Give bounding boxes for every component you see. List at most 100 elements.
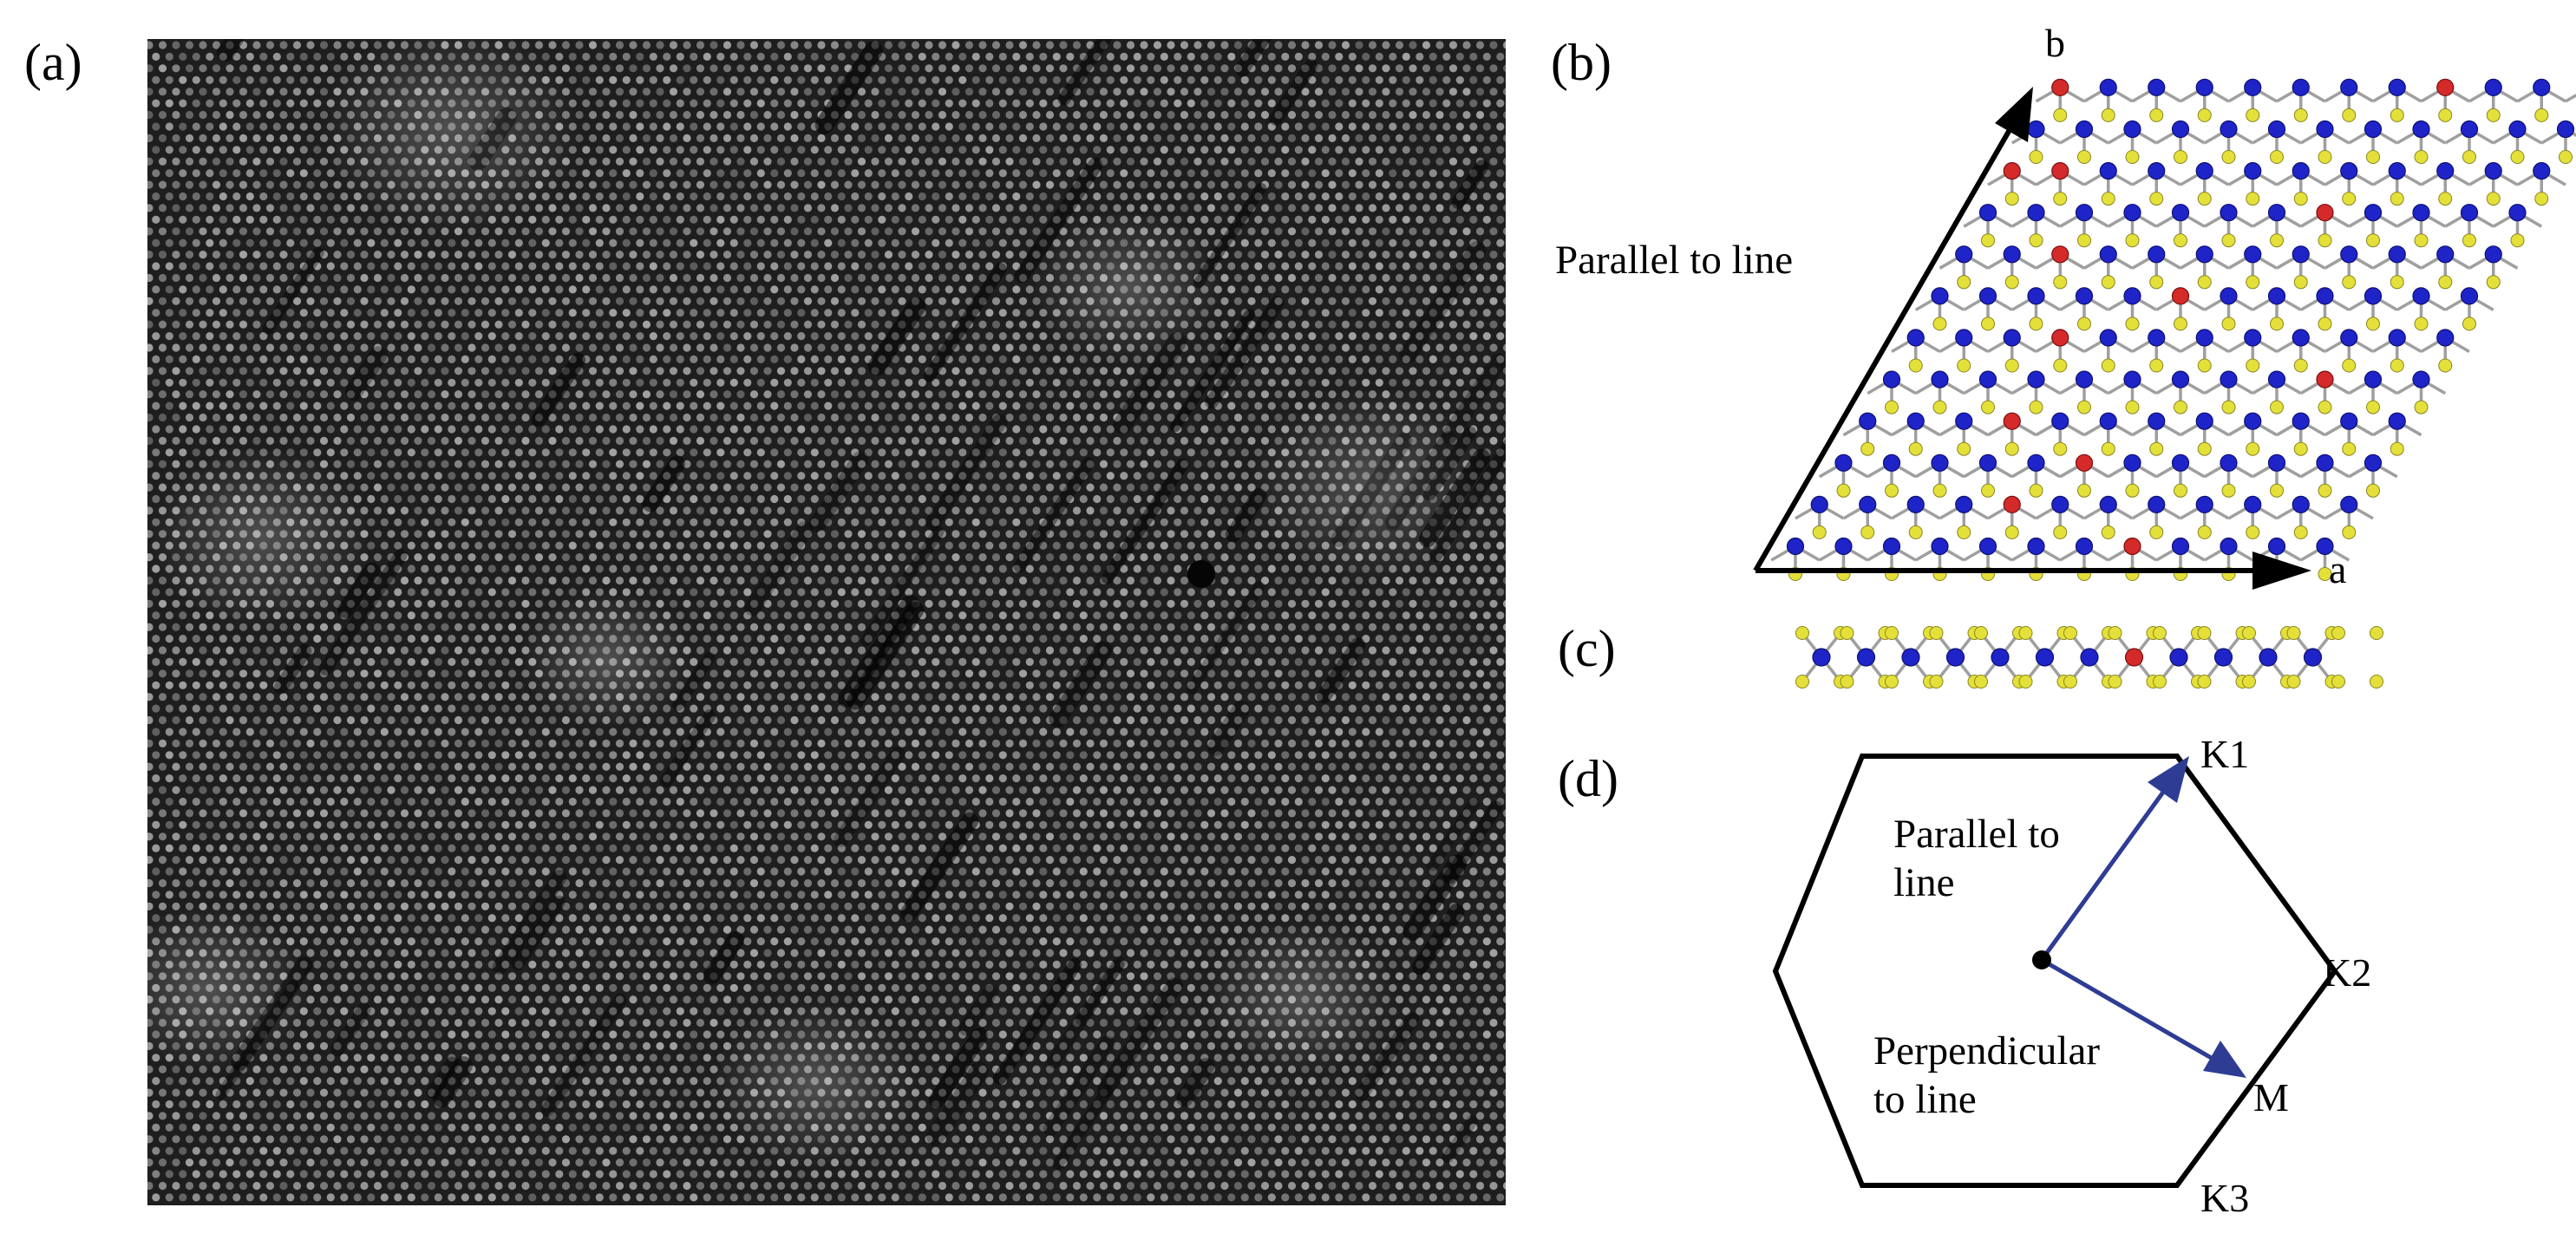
stem-atom xyxy=(669,64,678,73)
stem-atom xyxy=(683,204,691,212)
stem-atom xyxy=(1227,494,1236,504)
stem-atom xyxy=(541,541,550,550)
stem-atom xyxy=(1187,541,1195,550)
stem-atom xyxy=(817,599,826,608)
stem-atom xyxy=(696,390,705,399)
stem-atom xyxy=(1442,355,1451,363)
stem-atom xyxy=(1025,401,1034,410)
stem-atom xyxy=(212,413,221,422)
stem-atom xyxy=(1193,41,1202,49)
stem-atom xyxy=(1281,401,1290,410)
stem-atom xyxy=(158,41,167,49)
stem-atom xyxy=(1247,41,1256,49)
stem-atom xyxy=(595,355,604,363)
stem-atom xyxy=(514,332,523,341)
stem-atom xyxy=(1281,285,1290,294)
stem-atom xyxy=(938,553,947,562)
stem-atom xyxy=(172,367,180,375)
stem-atom xyxy=(932,332,940,341)
stem-atom xyxy=(346,436,356,445)
stem-atom xyxy=(905,285,913,294)
stem-atom xyxy=(172,41,180,49)
stem-atom xyxy=(1502,227,1506,236)
stem-atom xyxy=(407,378,415,387)
stem-atom xyxy=(1133,99,1141,108)
stem-atom xyxy=(165,378,173,387)
stem-atom xyxy=(736,157,745,166)
stem-atom xyxy=(1174,565,1182,573)
stem-atom xyxy=(421,472,429,480)
stem-atom xyxy=(609,355,618,363)
stem-atom xyxy=(1045,227,1055,236)
stem-atom xyxy=(884,251,893,259)
stem-atom xyxy=(803,599,813,608)
stem-atom xyxy=(629,506,637,515)
stem-atom xyxy=(1462,251,1471,259)
stem-atom xyxy=(1052,425,1061,434)
stem-atom xyxy=(239,110,248,120)
stem-atom xyxy=(1368,599,1377,608)
stem-atom xyxy=(669,227,678,236)
stem-atom xyxy=(319,320,329,329)
stem-atom xyxy=(239,297,248,305)
stem-atom xyxy=(1167,64,1175,73)
stem-atom xyxy=(1093,541,1102,550)
stem-atom xyxy=(158,413,167,422)
stem-atom xyxy=(1227,309,1236,317)
stem-atom xyxy=(844,110,853,120)
stem-atom xyxy=(206,378,214,387)
stem-atom xyxy=(905,448,913,457)
stem-atom xyxy=(394,611,402,620)
stem-atom xyxy=(1167,390,1175,399)
stem-atom xyxy=(1093,192,1102,201)
stem-atom xyxy=(427,460,436,468)
stem-atom xyxy=(905,472,913,480)
stem-atom xyxy=(851,262,860,271)
stem-atom xyxy=(998,401,1007,410)
stem-atom xyxy=(918,169,926,178)
stem-atom xyxy=(918,122,926,131)
stem-atom xyxy=(1079,122,1088,131)
stem-atom xyxy=(837,588,846,597)
stem-atom xyxy=(998,588,1007,597)
stem-atom xyxy=(340,425,349,434)
stem-atom xyxy=(380,472,389,480)
stem-atom xyxy=(978,367,987,375)
stem-atom xyxy=(1220,413,1229,422)
stem-atom xyxy=(1489,390,1498,399)
stem-atom xyxy=(147,110,154,120)
stem-atom xyxy=(481,343,490,352)
stem-atom xyxy=(1018,436,1028,445)
stem-atom xyxy=(763,134,772,142)
stem-atom xyxy=(703,472,711,480)
stem-atom xyxy=(1086,576,1095,585)
stem-atom xyxy=(1267,332,1276,341)
stem-atom xyxy=(1482,401,1491,410)
stem-atom xyxy=(1375,588,1383,597)
stem-atom xyxy=(1240,401,1249,410)
stem-atom xyxy=(918,425,926,434)
stem-atom xyxy=(763,413,772,422)
stem-atom xyxy=(676,99,684,108)
stem-atom xyxy=(1240,472,1249,480)
stem-atom xyxy=(1227,122,1236,131)
stem-atom xyxy=(1093,518,1102,526)
stem-atom xyxy=(1442,588,1451,597)
stem-atom xyxy=(1086,483,1095,492)
stem-atom xyxy=(1469,238,1478,247)
stem-atom xyxy=(998,146,1007,154)
stem-atom xyxy=(636,192,644,201)
stem-atom xyxy=(878,472,886,480)
stem-atom xyxy=(286,262,295,271)
stem-atom xyxy=(1106,169,1115,178)
stem-atom xyxy=(1059,576,1068,585)
stem-atom xyxy=(844,134,853,142)
stem-atom xyxy=(340,401,349,410)
stem-atom xyxy=(642,180,651,189)
stem-atom xyxy=(501,309,510,317)
stem-atom xyxy=(226,413,234,422)
stem-atom xyxy=(932,401,940,410)
stem-atom xyxy=(292,436,302,445)
stem-atom xyxy=(642,134,651,142)
stem-atom xyxy=(534,390,544,399)
